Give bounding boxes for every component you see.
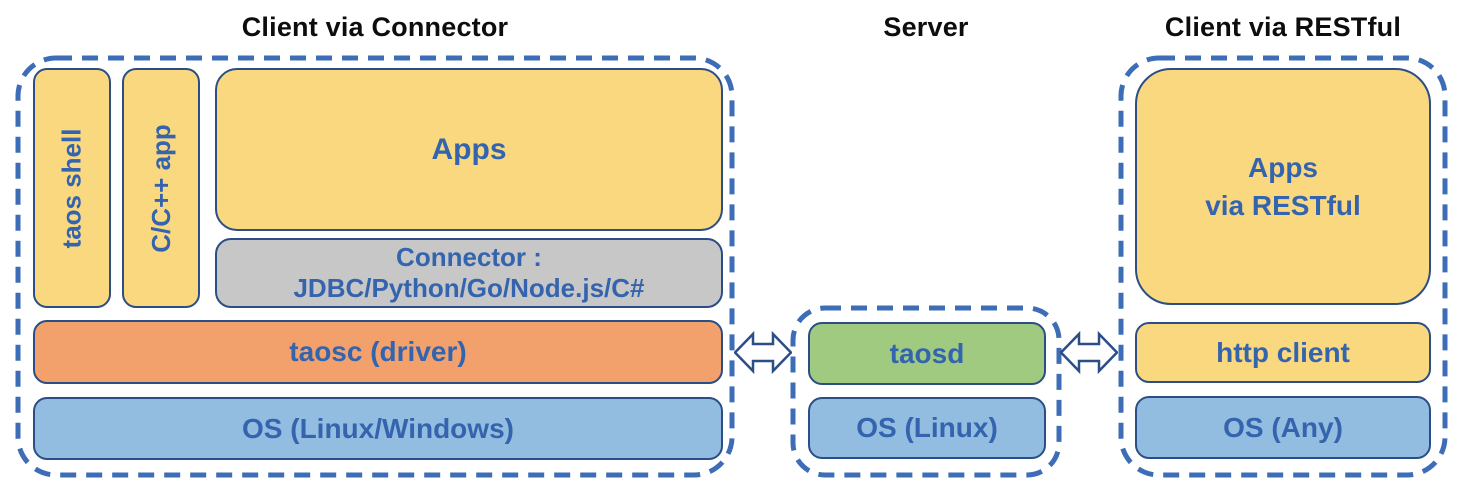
os-linux-windows-label: OS (Linux/Windows) xyxy=(242,412,514,444)
connector-label: Connector : JDBC/Python/Go/Node.js/C# xyxy=(293,242,645,303)
restful-client-title: Client via RESTful xyxy=(1164,12,1402,42)
double-arrow-icon xyxy=(1060,330,1118,375)
os-linux-label: OS (Linux) xyxy=(856,412,998,443)
apps-via-restful-label-line2: via RESTful xyxy=(1205,189,1361,221)
taos-shell-box: taos shell xyxy=(33,68,111,308)
os-any-label: OS (Any) xyxy=(1223,411,1343,443)
restful-client-group-border xyxy=(1118,55,1448,478)
os-linux-box: OS (Linux) xyxy=(808,397,1046,459)
connector-box: Connector : JDBC/Python/Go/Node.js/C# xyxy=(215,238,723,308)
cpp-app-label: C/C++ app xyxy=(145,123,176,253)
server-title: Server xyxy=(883,12,969,42)
connector-client-title: Client via Connector xyxy=(241,12,509,42)
http-client-box: http client xyxy=(1135,322,1431,383)
http-client-label: http client xyxy=(1216,336,1350,368)
cpp-app-box: C/C++ app xyxy=(122,68,200,308)
os-linux-windows-box: OS (Linux/Windows) xyxy=(33,397,723,460)
taos-shell-label: taos shell xyxy=(56,128,87,248)
os-any-box: OS (Any) xyxy=(1135,396,1431,459)
apps-via-restful-box: Apps via RESTful xyxy=(1135,68,1431,305)
taosc-driver-label: taosc (driver) xyxy=(289,336,467,367)
apps-box: Apps xyxy=(215,68,723,231)
apps-label: Apps xyxy=(431,132,507,166)
taosd-box: taosd xyxy=(808,322,1046,385)
double-arrow-icon xyxy=(734,330,792,375)
server-group-border xyxy=(790,305,1062,478)
taosc-driver-box: taosc (driver) xyxy=(33,320,723,384)
taosd-label: taosd xyxy=(889,337,965,369)
connector-client-group-border xyxy=(15,55,735,478)
apps-via-restful-label-line1: Apps xyxy=(1248,151,1318,183)
